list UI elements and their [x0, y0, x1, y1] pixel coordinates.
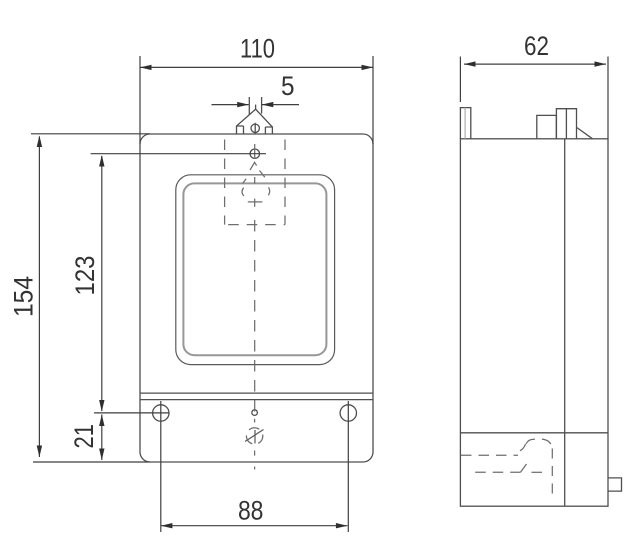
svg-text:123: 123 [70, 256, 100, 296]
svg-text:62: 62 [524, 31, 549, 61]
svg-text:21: 21 [69, 424, 99, 449]
svg-text:5: 5 [281, 71, 295, 101]
svg-text:154: 154 [8, 276, 38, 317]
svg-text:110: 110 [240, 33, 275, 63]
svg-text:88: 88 [238, 495, 264, 525]
